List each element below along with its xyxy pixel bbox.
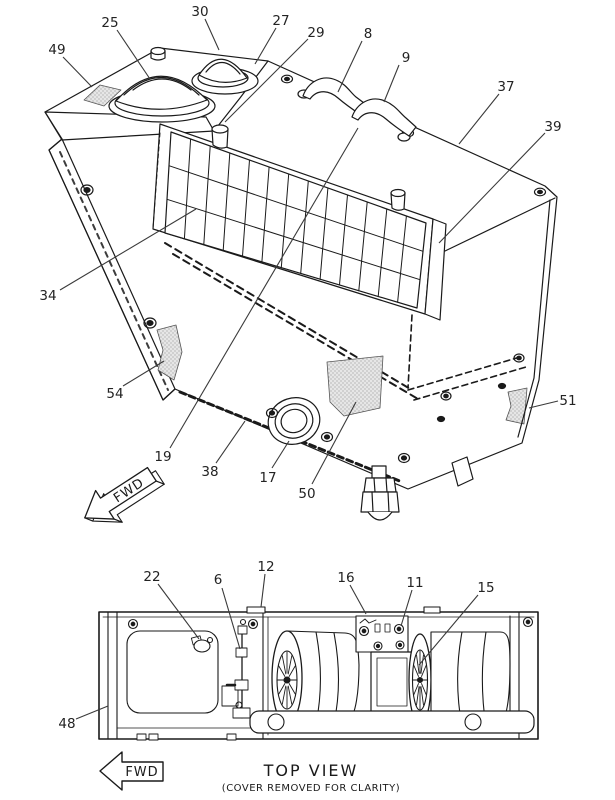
strap-9 (351, 98, 417, 142)
callout-label-9: 9 (402, 50, 411, 66)
filter-grille (152, 123, 447, 321)
leader-line-34 (59, 208, 197, 291)
base-tab (136, 733, 237, 741)
hex-drain-fitting (360, 465, 400, 521)
fwd-arrow-icon-top-view: FWD (99, 751, 164, 791)
callout-label-27: 27 (272, 13, 289, 29)
top-view-figure: FWD (98, 606, 539, 791)
callout-label-12: 12 (257, 559, 274, 575)
plug-cap-right (390, 188, 406, 211)
top-view-subtitle: (COVER REMOVED FOR CLARITY) (222, 783, 400, 794)
leader-line-25 (116, 29, 151, 80)
right-panel-inner-edge (517, 199, 551, 438)
evaporator-compartment (126, 630, 219, 714)
top-tab (423, 606, 441, 614)
platform-step-edge (213, 60, 269, 132)
leader-line-19 (169, 127, 359, 449)
right-panel-dashes (407, 314, 527, 401)
callout-label-34: 34 (39, 288, 56, 304)
bottom-plenum-bar (249, 710, 535, 734)
callout-label-50: 50 (298, 486, 315, 502)
corner-screw (127, 618, 139, 630)
leader-line-50 (311, 401, 357, 485)
dome-vent-30 (191, 58, 259, 95)
leader-line-6 (221, 587, 241, 650)
top-view-title: TOP VIEW (263, 761, 359, 780)
face-bolt (265, 353, 525, 464)
callout-label-8: 8 (364, 26, 373, 42)
filler-cap (150, 46, 166, 61)
leader-line-12 (260, 573, 266, 608)
callout-label-25: 25 (101, 15, 118, 31)
fwd-label-top-view: FWD (125, 765, 158, 780)
callout-label-30: 30 (191, 4, 208, 20)
leader-line-39 (438, 132, 546, 244)
callout-label-6: 6 (214, 572, 223, 588)
leader-line-17 (271, 440, 290, 469)
mount-foot (451, 456, 474, 487)
callout-label-51: 51 (559, 393, 576, 409)
callouts-top-view-figure: 22 6 12 16 11 15 48 (58, 559, 494, 732)
leader-line-37 (458, 93, 500, 145)
left-mounting-flange (48, 138, 176, 401)
callout-label-39: 39 (544, 119, 561, 135)
callout-label-17: 17 (259, 470, 276, 486)
main-isometric-figure: FWD (44, 46, 558, 523)
leader-line-54 (122, 360, 165, 387)
heater-rod-6 (225, 618, 251, 719)
callouts-main-figure: 25 30 27 49 29 8 9 37 39 34 54 19 38 17 50 51 (39, 4, 576, 502)
decal-49 (83, 84, 122, 107)
decal-54 (156, 324, 183, 381)
corner-screw (522, 616, 534, 628)
corner-screw (247, 618, 259, 630)
leader-line-48 (75, 705, 109, 720)
callout-label-15: 15 (477, 580, 494, 596)
leader-line-49 (62, 56, 93, 88)
leader-line-30 (204, 18, 220, 51)
plug-cap-29 (211, 124, 229, 149)
grille-right-bracket (424, 218, 447, 321)
decal-50 (326, 355, 384, 417)
top-tab-12 (246, 606, 266, 614)
callout-label-48: 48 (58, 716, 75, 732)
callout-label-22: 22 (143, 569, 160, 585)
blower-drum-left (271, 630, 360, 726)
callout-label-11: 11 (406, 575, 423, 591)
leader-line-27 (254, 27, 277, 65)
callout-label-49: 49 (48, 42, 65, 58)
motor-coupling-spokes (412, 650, 428, 710)
dome-vent-25 (108, 75, 216, 123)
grille-grid-lines (166, 138, 424, 303)
leader-line-11 (400, 589, 413, 627)
drain-ring-17 (267, 397, 321, 445)
callout-label-29: 29 (307, 25, 324, 41)
motor-bracket-16 (355, 615, 409, 653)
callout-label-54: 54 (106, 386, 123, 402)
leader-line-51 (528, 400, 559, 409)
leader-line-15 (418, 594, 479, 666)
leader-line-22 (157, 583, 200, 640)
callout-label-16: 16 (337, 570, 354, 586)
fwd-arrow-icon: FWD (84, 466, 165, 523)
leader-line-9 (383, 64, 400, 103)
bracket-screw-11 (393, 623, 405, 635)
callout-label-38: 38 (201, 464, 218, 480)
callout-label-19: 19 (154, 449, 171, 465)
flange-bolt (80, 184, 157, 329)
decal-51 (505, 387, 528, 425)
blower-wheel-spokes (277, 651, 297, 709)
leader-line-38 (215, 420, 246, 464)
callout-label-37: 37 (497, 79, 514, 95)
roof-front-edge (444, 197, 556, 252)
leader-line-16 (349, 584, 367, 615)
leader-line-29 (224, 38, 309, 123)
leader-line-8 (337, 40, 363, 93)
expansion-valve-22 (190, 635, 214, 653)
